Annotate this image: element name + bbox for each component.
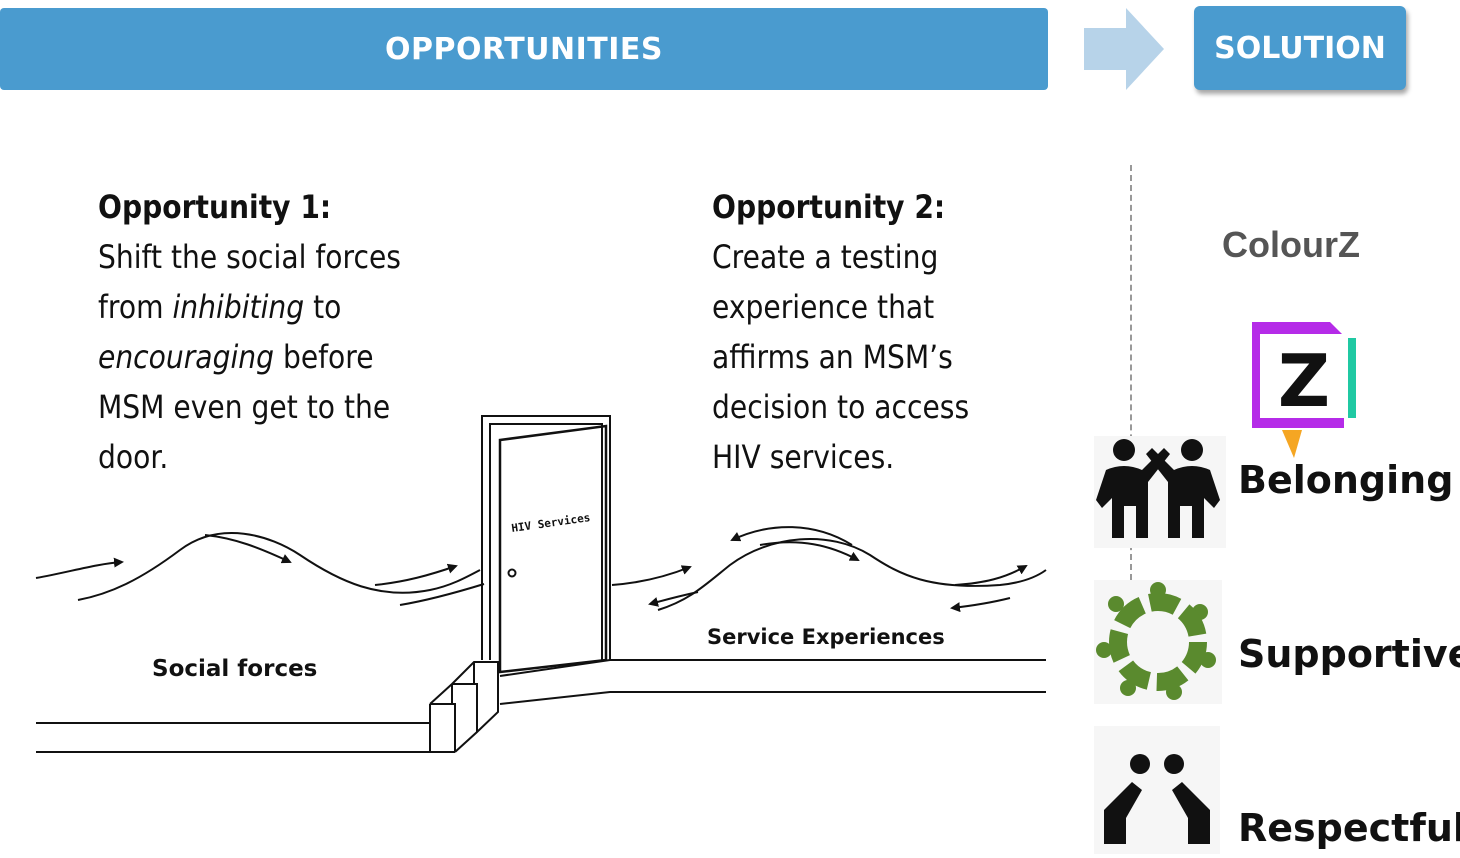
opportunity-2-line: decision to access [712, 388, 970, 426]
opportunity-2-line: affirms an MSM’s [712, 338, 953, 376]
service-experiences-label: Service Experiences [707, 625, 945, 649]
door-knob [507, 568, 517, 578]
opportunity-1-line: door. [98, 438, 169, 476]
text-span: before [273, 338, 374, 376]
circle-of-people-icon [1094, 580, 1222, 704]
right-arrow-icon [1084, 8, 1164, 90]
value-label-supportive: Supportive [1238, 632, 1460, 676]
colourz-logo-icon: Z [1252, 322, 1356, 458]
emphasis-inhibiting: inhibiting [172, 288, 305, 326]
text-span: from [98, 288, 173, 326]
brand-name: ColourZ [1222, 224, 1360, 265]
opportunity-2-line: Create a testing [712, 238, 939, 276]
opportunity-2-title: Opportunity 2: [712, 188, 946, 226]
dashed-divider [1130, 165, 1132, 580]
opportunities-title: OPPORTUNITIES [384, 31, 664, 67]
opportunity-1-line: Shift the social forces [98, 238, 401, 276]
emphasis-encouraging: encouraging [98, 338, 274, 376]
value-label-respectful: Respectful [1238, 806, 1460, 850]
opportunity-2-block: Opportunity 2: Create a testing experien… [712, 182, 1046, 482]
door-frame [481, 415, 611, 660]
opportunity-1-line: from inhibiting to [98, 282, 450, 332]
opportunities-banner: OPPORTUNITIES [0, 8, 1048, 90]
opportunity-1-title: Opportunity 1: [98, 188, 332, 226]
high-five-icon [1094, 436, 1226, 548]
opportunity-2-line: experience that [712, 288, 935, 326]
social-forces-label: Social forces [152, 656, 317, 682]
logo-letter: Z [1278, 339, 1330, 423]
door-diagram: HIV Services Social forces Service Exper… [35, 415, 1047, 753]
opportunity-1-block: Opportunity 1: Shift the social forces f… [98, 182, 450, 482]
door-label: HIV Services [511, 511, 592, 535]
opportunity-1-line: MSM even get to the [98, 388, 391, 426]
bowing-people-icon [1094, 726, 1220, 854]
floor-line [499, 691, 1046, 705]
steps [429, 661, 499, 753]
opportunity-2-line: HIV services. [712, 438, 895, 476]
door-leaf [498, 424, 608, 674]
door-frame-inner [489, 423, 603, 660]
solution-box: SOLUTION [1194, 6, 1406, 90]
solution-title: SOLUTION [1214, 30, 1386, 66]
text-span: to [304, 288, 342, 326]
value-label-belonging: Belonging [1238, 458, 1454, 502]
opportunity-1-line: encouraging before [98, 332, 450, 382]
